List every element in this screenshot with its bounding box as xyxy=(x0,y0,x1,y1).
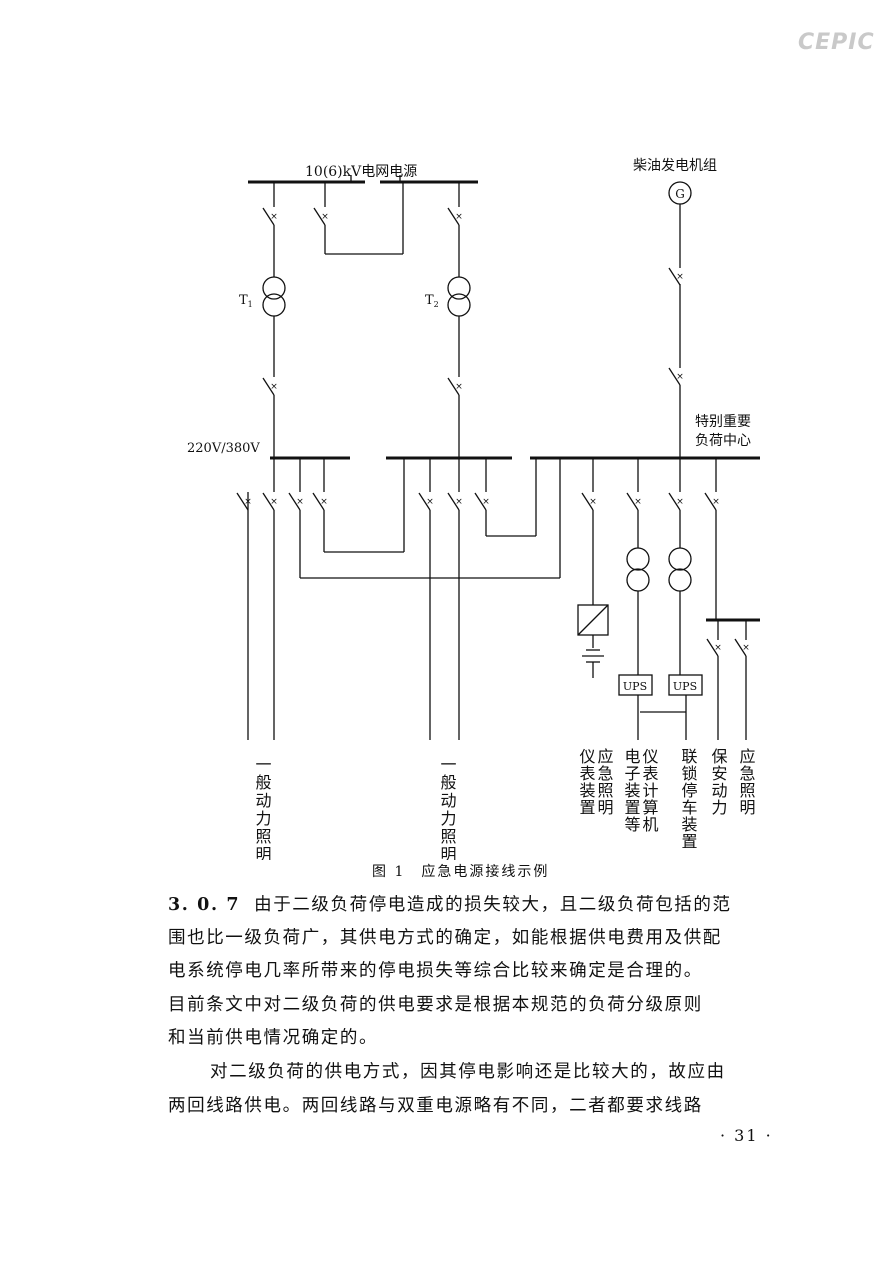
special-load-center-label-2: 负荷中心 xyxy=(695,433,751,449)
output-label-general-2: 一般动力照明 xyxy=(438,756,457,860)
paragraph-line: 和当前供电情况确定的。 xyxy=(168,1028,379,1048)
page-number: · 31 · xyxy=(720,1126,773,1145)
output-label-emergency-lighting-1: 应急照明 xyxy=(595,747,614,816)
paragraph-line: 两回线路供电。两回线路与双重电源略有不同，二者都要求线路 xyxy=(168,1096,703,1116)
ups-label-2: UPS xyxy=(673,680,697,693)
emergency-power-wiring-diagram: × xyxy=(187,158,760,860)
output-label-general-1: 一般动力照明 xyxy=(253,756,272,860)
transformer-t1-label: T1 xyxy=(239,293,253,309)
transformer-t2-label: T2 xyxy=(425,293,439,309)
figure-caption: 图 1 应急电源接线示例 xyxy=(372,864,550,880)
output-label-instruments: 仪表装置 xyxy=(577,748,596,816)
output-label-emergency-lighting-2: 应急照明 xyxy=(737,747,756,816)
output-label-security-power: 保安动力 xyxy=(709,748,728,816)
paragraph-line: 围也比一级负荷广，其供电方式的确定，如能根据供电费用及供配 xyxy=(168,928,722,948)
output-label-interlock: 联锁停车装置 xyxy=(679,748,698,850)
grid-source-label: 10(6)kV电网电源 xyxy=(305,164,417,180)
paragraph-line: 目前条文中对二级负荷的供电要求是根据本规范的负荷分级原则 xyxy=(168,995,703,1015)
output-label-computer: 仪表计算机 xyxy=(640,748,659,833)
lv-bus-label: 220V/380V xyxy=(187,441,260,456)
section-number: 3. 0. 7 xyxy=(168,895,241,915)
paragraph-line: 对二级负荷的供电方式，因其停电影响还是比较大的，故应由 xyxy=(210,1062,726,1082)
publisher-logo: CEPIC xyxy=(798,30,875,55)
ups-label-1: UPS xyxy=(623,680,647,693)
special-load-center-label-1: 特别重要 xyxy=(695,414,751,430)
generator-label: 柴油发电机组 xyxy=(633,158,717,174)
output-label-electronics: 电子装置等 xyxy=(622,748,641,833)
generator-symbol: G xyxy=(675,187,685,201)
paragraph-line: 电系统停电几率所带来的停电损失等综合比较来确定是合理的。 xyxy=(168,961,703,981)
